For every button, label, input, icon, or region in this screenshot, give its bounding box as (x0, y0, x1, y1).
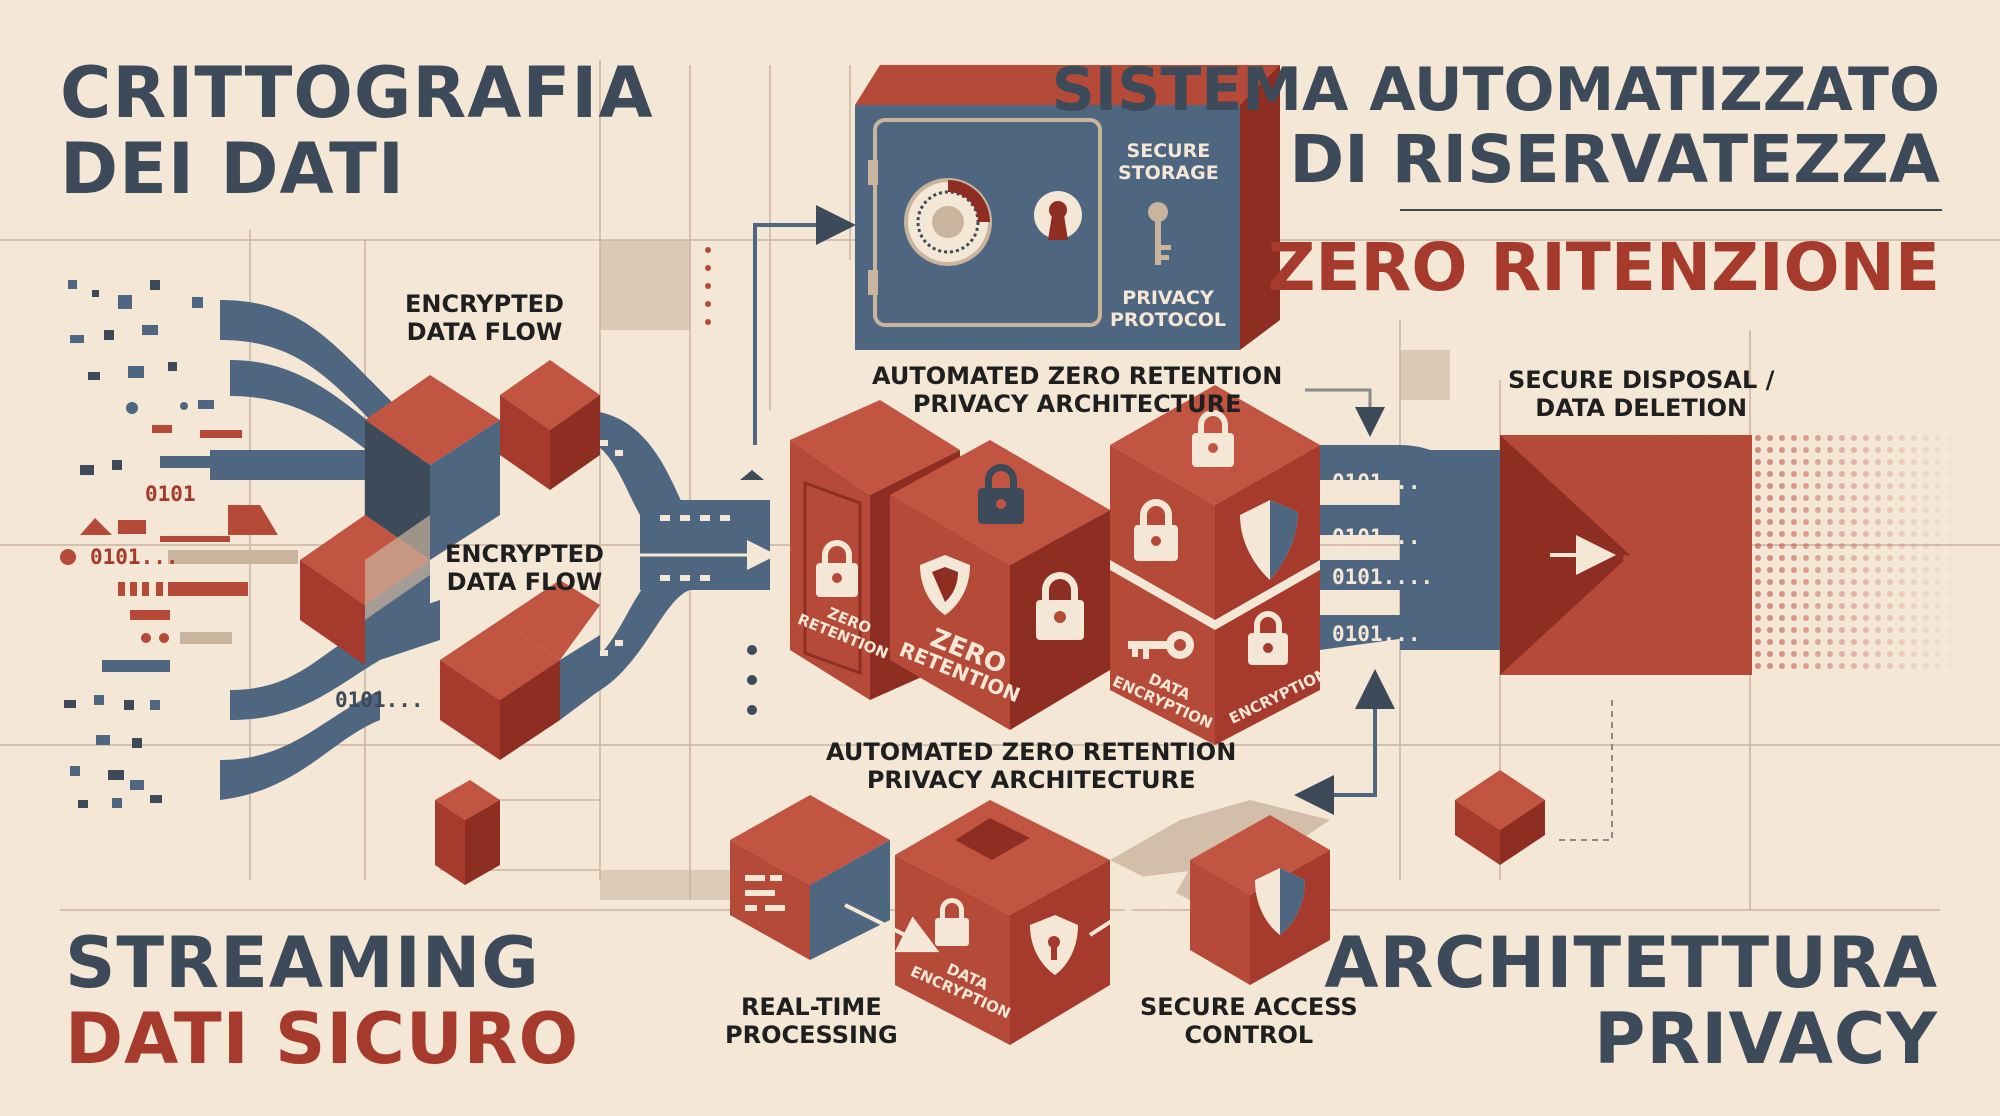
label-line: DATA FLOW (406, 318, 563, 346)
binary-right-3: 0101.... (1332, 565, 1434, 589)
title-line: PRIVACY (1594, 998, 1938, 1080)
padlock-icon-3 (1036, 572, 1084, 640)
title-line: DI RISERVATEZZA (1289, 121, 1940, 198)
label-secure-storage: SECURE STORAGE (1118, 140, 1219, 184)
access-arrow-icon (1294, 680, 1377, 815)
secure-disposal-block (1500, 430, 1960, 675)
shield-icon-2 (1030, 915, 1078, 975)
label-line: ENCRYPTED (445, 540, 604, 568)
down-arrow-icon (1305, 388, 1385, 437)
label-line: SECURE ACCESS (1140, 993, 1358, 1021)
label-line: DATA DELETION (1535, 394, 1748, 422)
output-data-streams (1320, 445, 1500, 650)
label-line: PROCESSING (725, 1021, 898, 1049)
safe-dial-icon (904, 178, 992, 266)
title-line: SISTEMA AUTOMATIZZATO (1051, 55, 1940, 125)
label-line: STORAGE (1118, 162, 1219, 184)
title-bottom-right: ARCHITETTURA PRIVACY (1324, 925, 1938, 1077)
to-storage-arrow-icon (753, 205, 856, 445)
label-access-control: SECURE ACCESS CONTROL (1140, 993, 1358, 1049)
title-line: ARCHITETTURA (1324, 922, 1938, 1004)
title-top-right: SISTEMA AUTOMATIZZATO DI RISERVATEZZA (1052, 55, 1940, 195)
label-line: SECURE (1126, 140, 1211, 162)
stream-dashes (600, 440, 730, 656)
binary-left-c: 0101... (335, 688, 424, 712)
dots-vertical (705, 247, 711, 325)
binary-right-4: 0101... (1332, 622, 1421, 646)
label-line: ENCRYPTED (405, 290, 564, 318)
title-line: DEI DATI (60, 128, 405, 210)
padlock-icon-2 (978, 464, 1024, 524)
label-architecture-top: AUTOMATED ZERO RETENTION PRIVACY ARCHITE… (872, 362, 1282, 418)
data-fragments-left (60, 280, 298, 808)
binary-right-2: 0101... (1332, 525, 1421, 549)
shield-icon (1240, 500, 1298, 580)
label-line: PROTOCOL (1110, 309, 1227, 331)
label-privacy-protocol: PRIVACY PROTOCOL (1110, 287, 1226, 331)
title-line: DATI SICURO (65, 998, 580, 1080)
label-encrypted-flow-2: ENCRYPTED DATA FLOW (445, 540, 604, 596)
label-real-time: REAL-TIME PROCESSING (725, 993, 898, 1049)
keyhole-icon (1034, 191, 1082, 240)
label-line: AUTOMATED ZERO RETENTION (826, 738, 1237, 766)
binary-left-b: 0101... (90, 545, 179, 569)
label-line: AUTOMATED ZERO RETENTION (872, 362, 1283, 390)
label-line: PRIVACY (1122, 287, 1214, 309)
dots-lower (747, 645, 757, 715)
padlock-icon-6 (1248, 611, 1288, 665)
label-line: CONTROL (1184, 1021, 1314, 1049)
label-architecture-bottom: AUTOMATED ZERO RETENTION PRIVACY ARCHITE… (826, 738, 1236, 794)
padlock-icon-5 (1134, 499, 1178, 561)
label-line: PRIVACY ARCHITECTURE (912, 390, 1242, 418)
encrypted-cubes-cluster (300, 360, 600, 885)
label-line: REAL-TIME (740, 993, 882, 1021)
label-line: DATA FLOW (446, 568, 603, 596)
title-line: CRITTOGRAFIA (60, 52, 654, 134)
binary-right-1: 0101... (1332, 470, 1421, 494)
title-line: STREAMING (65, 922, 540, 1004)
label-secure-disposal: SECURE DISPOSAL / DATA DELETION (1508, 366, 1774, 422)
secure-storage-safe (855, 65, 1280, 350)
label-encrypted-flow-1: ENCRYPTED DATA FLOW (405, 290, 564, 346)
title-top-left: CRITTOGRAFIA DEI DATI (60, 55, 654, 207)
binary-left-a: 0101 (145, 482, 196, 506)
padlock-icon (816, 540, 858, 597)
subtitle-zero-retention: ZERO RITENZIONE (1267, 229, 1940, 306)
key-icon-2 (1128, 631, 1194, 659)
zero-retention-cubes (790, 385, 1320, 745)
title-bottom-left: STREAMING DATI SICURO (65, 925, 579, 1077)
shield-icon-zero (920, 555, 970, 615)
shield-icon-3 (1255, 868, 1305, 935)
key-icon (1148, 202, 1171, 265)
padlock-icon-4 (1192, 410, 1234, 467)
label-line: SECURE DISPOSAL / (1508, 366, 1775, 394)
label-line: PRIVACY ARCHITECTURE (866, 766, 1196, 794)
padlock-icon-7 (935, 898, 969, 946)
